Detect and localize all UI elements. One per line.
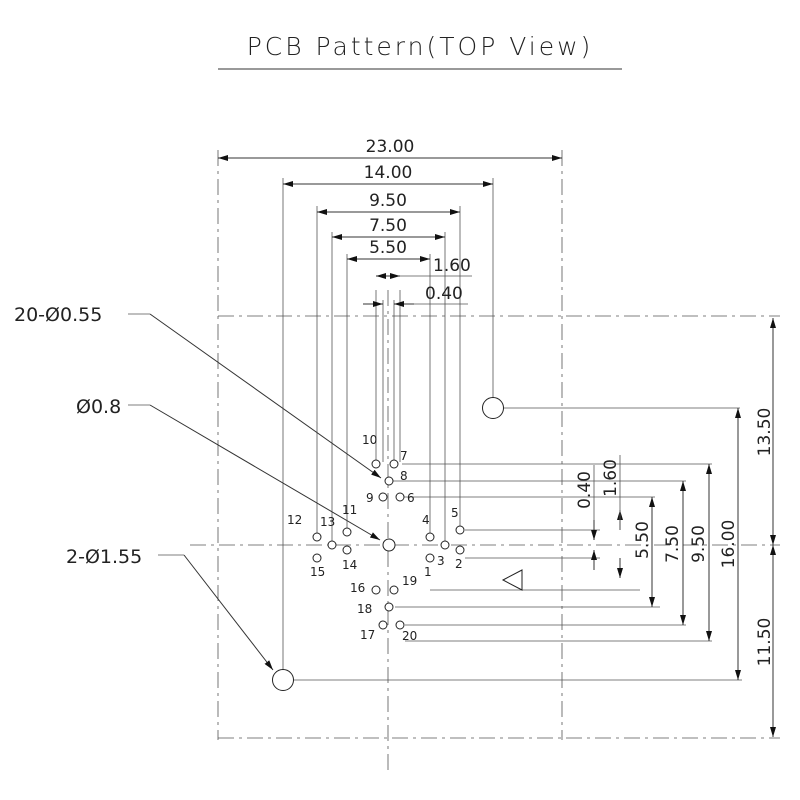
pin-pad xyxy=(425,553,435,563)
dim-0-40: 0.40 xyxy=(363,284,468,307)
dim-1-60: 1.60 xyxy=(376,256,472,279)
dim-label-1-60: 1.60 xyxy=(433,256,471,276)
dim-label-0-40: 0.40 xyxy=(425,284,463,304)
dim-5-50-v: 5.50 xyxy=(633,497,655,607)
pin-pad xyxy=(440,540,450,550)
callout-small-holes-label: 20-Ø0.55 xyxy=(14,304,102,326)
pin-pad xyxy=(312,532,322,542)
pin-pad xyxy=(371,585,381,595)
dim-label-5-50: 5.50 xyxy=(369,238,407,258)
pin-number: 6 xyxy=(407,491,415,505)
dim-16: 16.00 xyxy=(719,408,741,680)
pin-number: 5 xyxy=(451,506,459,520)
pin-number: 9 xyxy=(366,491,374,505)
pin-pad xyxy=(371,459,381,469)
dim-label-0-40-v: 0.40 xyxy=(575,471,595,509)
pin-number: 18 xyxy=(357,602,372,616)
dim-label-5-50-v: 5.50 xyxy=(633,521,653,559)
dim-14: 14.00 xyxy=(283,163,493,187)
dim-label-16: 16.00 xyxy=(719,520,739,569)
mounting-hole xyxy=(272,669,294,691)
dim-13-50: 13.50 xyxy=(755,318,776,545)
pin-pad xyxy=(342,545,352,555)
pin-pad xyxy=(378,620,388,630)
dim-9-50-v: 9.50 xyxy=(689,464,712,641)
pin-pad xyxy=(384,602,394,612)
pin-pad xyxy=(327,540,337,550)
pin-number: 12 xyxy=(287,513,302,527)
pin-pad xyxy=(389,585,399,595)
dim-7-50: 7.50 xyxy=(332,216,445,240)
pin-pad xyxy=(455,525,465,535)
mounting-hole xyxy=(482,397,504,419)
dim-0-40-v: 0.40 xyxy=(575,465,597,570)
pin-pad xyxy=(455,545,465,555)
pin-number: 1 xyxy=(424,565,432,579)
dim-label-7-50: 7.50 xyxy=(369,216,407,236)
dim-23: 23.00 xyxy=(218,137,562,161)
callout-large-holes-label: 2-Ø1.55 xyxy=(66,546,142,568)
dim-7-50-v: 7.50 xyxy=(663,481,686,625)
pin-number: 16 xyxy=(350,581,365,595)
pin-number: 7 xyxy=(400,449,408,463)
callout-large-holes: 2-Ø1.55 xyxy=(66,546,274,671)
pin-number: 4 xyxy=(422,513,430,527)
pin-pad xyxy=(395,492,405,502)
pin-number: 17 xyxy=(360,628,375,642)
callout-small-holes: 20-Ø0.55 xyxy=(14,304,382,479)
dim-1-60-v: 1.60 xyxy=(601,455,623,578)
pin-pad xyxy=(389,459,399,469)
dim-label-9-50-v: 9.50 xyxy=(689,525,709,563)
pin-number: 2 xyxy=(455,557,463,571)
pin-pad xyxy=(384,476,394,486)
orientation-triangle-icon xyxy=(501,569,523,591)
pin-pad xyxy=(312,553,322,563)
center-hole xyxy=(382,538,396,552)
board-outline xyxy=(190,150,780,775)
pin-number: 3 xyxy=(437,554,445,568)
dim-label-1-60-v: 1.60 xyxy=(601,459,621,497)
pin-number: 13 xyxy=(320,515,335,529)
dim-5-50: 5.50 xyxy=(347,238,430,262)
callout-center-hole: Ø0.8 xyxy=(76,396,381,541)
pin-pad xyxy=(378,492,388,502)
pin-number: 10 xyxy=(362,433,377,447)
pin-numbers: 1 2 3 4 5 6 7 8 9 10 11 12 13 14 15 16 1… xyxy=(287,433,463,643)
dim-label-14: 14.00 xyxy=(364,163,413,183)
pin-pad xyxy=(425,532,435,542)
dim-11-50: 11.50 xyxy=(755,545,776,737)
callout-center-hole-label: Ø0.8 xyxy=(76,396,121,418)
pin-number: 8 xyxy=(400,469,408,483)
pin-pads xyxy=(312,459,465,630)
pin-pad xyxy=(342,527,352,537)
dim-label-13-50: 13.50 xyxy=(755,408,775,457)
dim-label-7-50-v: 7.50 xyxy=(663,525,683,563)
pin-pad xyxy=(395,620,405,630)
pin-number: 14 xyxy=(342,558,357,572)
extension-lines xyxy=(282,178,742,681)
dim-label-9-50: 9.50 xyxy=(369,191,407,211)
dim-9-50: 9.50 xyxy=(317,191,460,215)
dim-label-11-50: 11.50 xyxy=(755,618,775,667)
dim-label-23: 23.00 xyxy=(366,137,415,157)
pin-number: 19 xyxy=(402,574,417,588)
pin-number: 11 xyxy=(342,503,357,517)
pin-number: 15 xyxy=(310,565,325,579)
pin-number: 20 xyxy=(402,629,417,643)
page-title: PCB Pattern(TOP View) xyxy=(247,32,594,61)
